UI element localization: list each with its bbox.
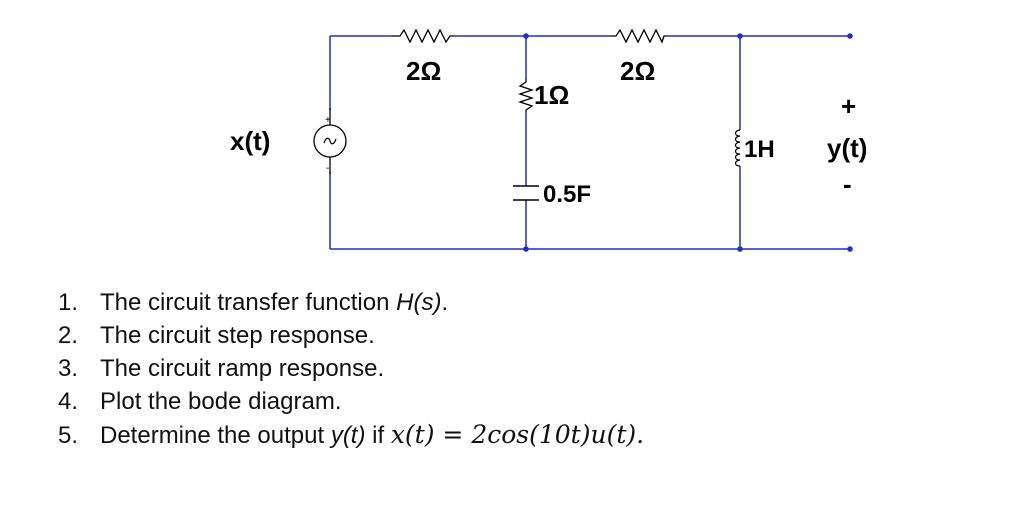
question-item: 1.The circuit transfer function H(s). <box>58 289 449 316</box>
node-out-plus <box>847 33 853 39</box>
node-bottom-mid <box>523 246 529 252</box>
inductor-label: 1H <box>744 136 775 163</box>
nodes <box>523 33 853 252</box>
question-item: 5.Determine the output y(t) if x(t) = 2c… <box>58 420 645 449</box>
equation-equals: = <box>434 420 472 449</box>
ac-source-icon <box>313 108 347 174</box>
capacitor-icon <box>513 185 539 201</box>
question-item: 2.The circuit step response. <box>58 322 375 349</box>
equation-lhs: x(t) <box>390 420 435 449</box>
output-minus-sign: - <box>843 169 852 199</box>
question-list: 1.The circuit transfer function H(s). 2.… <box>58 286 644 451</box>
resistor-r2-icon <box>517 78 535 112</box>
wires <box>329 35 850 250</box>
r3-label: 2Ω <box>620 56 655 86</box>
source-plus-sign: + <box>325 115 331 126</box>
source-minus-sign: - <box>326 163 329 174</box>
resistor-r1-icon <box>392 28 454 44</box>
resistor-r3-icon <box>610 28 668 44</box>
question-item: 4.Plot the bode diagram. <box>58 388 342 415</box>
node-bottom-right <box>737 246 743 252</box>
output-plus-sign: + <box>841 91 856 121</box>
capacitor-label: 0.5F <box>543 181 591 208</box>
inductor-icon <box>734 129 741 167</box>
r2-label: 1Ω <box>534 80 569 110</box>
output-label: y(t) <box>827 133 867 163</box>
node-top-right <box>737 33 743 39</box>
node-top-mid <box>523 33 529 39</box>
source-label: x(t) <box>230 126 270 156</box>
r1-label: 2Ω <box>406 56 441 86</box>
equation-rhs: 2cos(10t)u(t) <box>471 420 637 449</box>
question-item: 3.The circuit ramp response. <box>58 355 385 382</box>
node-out-minus <box>847 246 853 252</box>
